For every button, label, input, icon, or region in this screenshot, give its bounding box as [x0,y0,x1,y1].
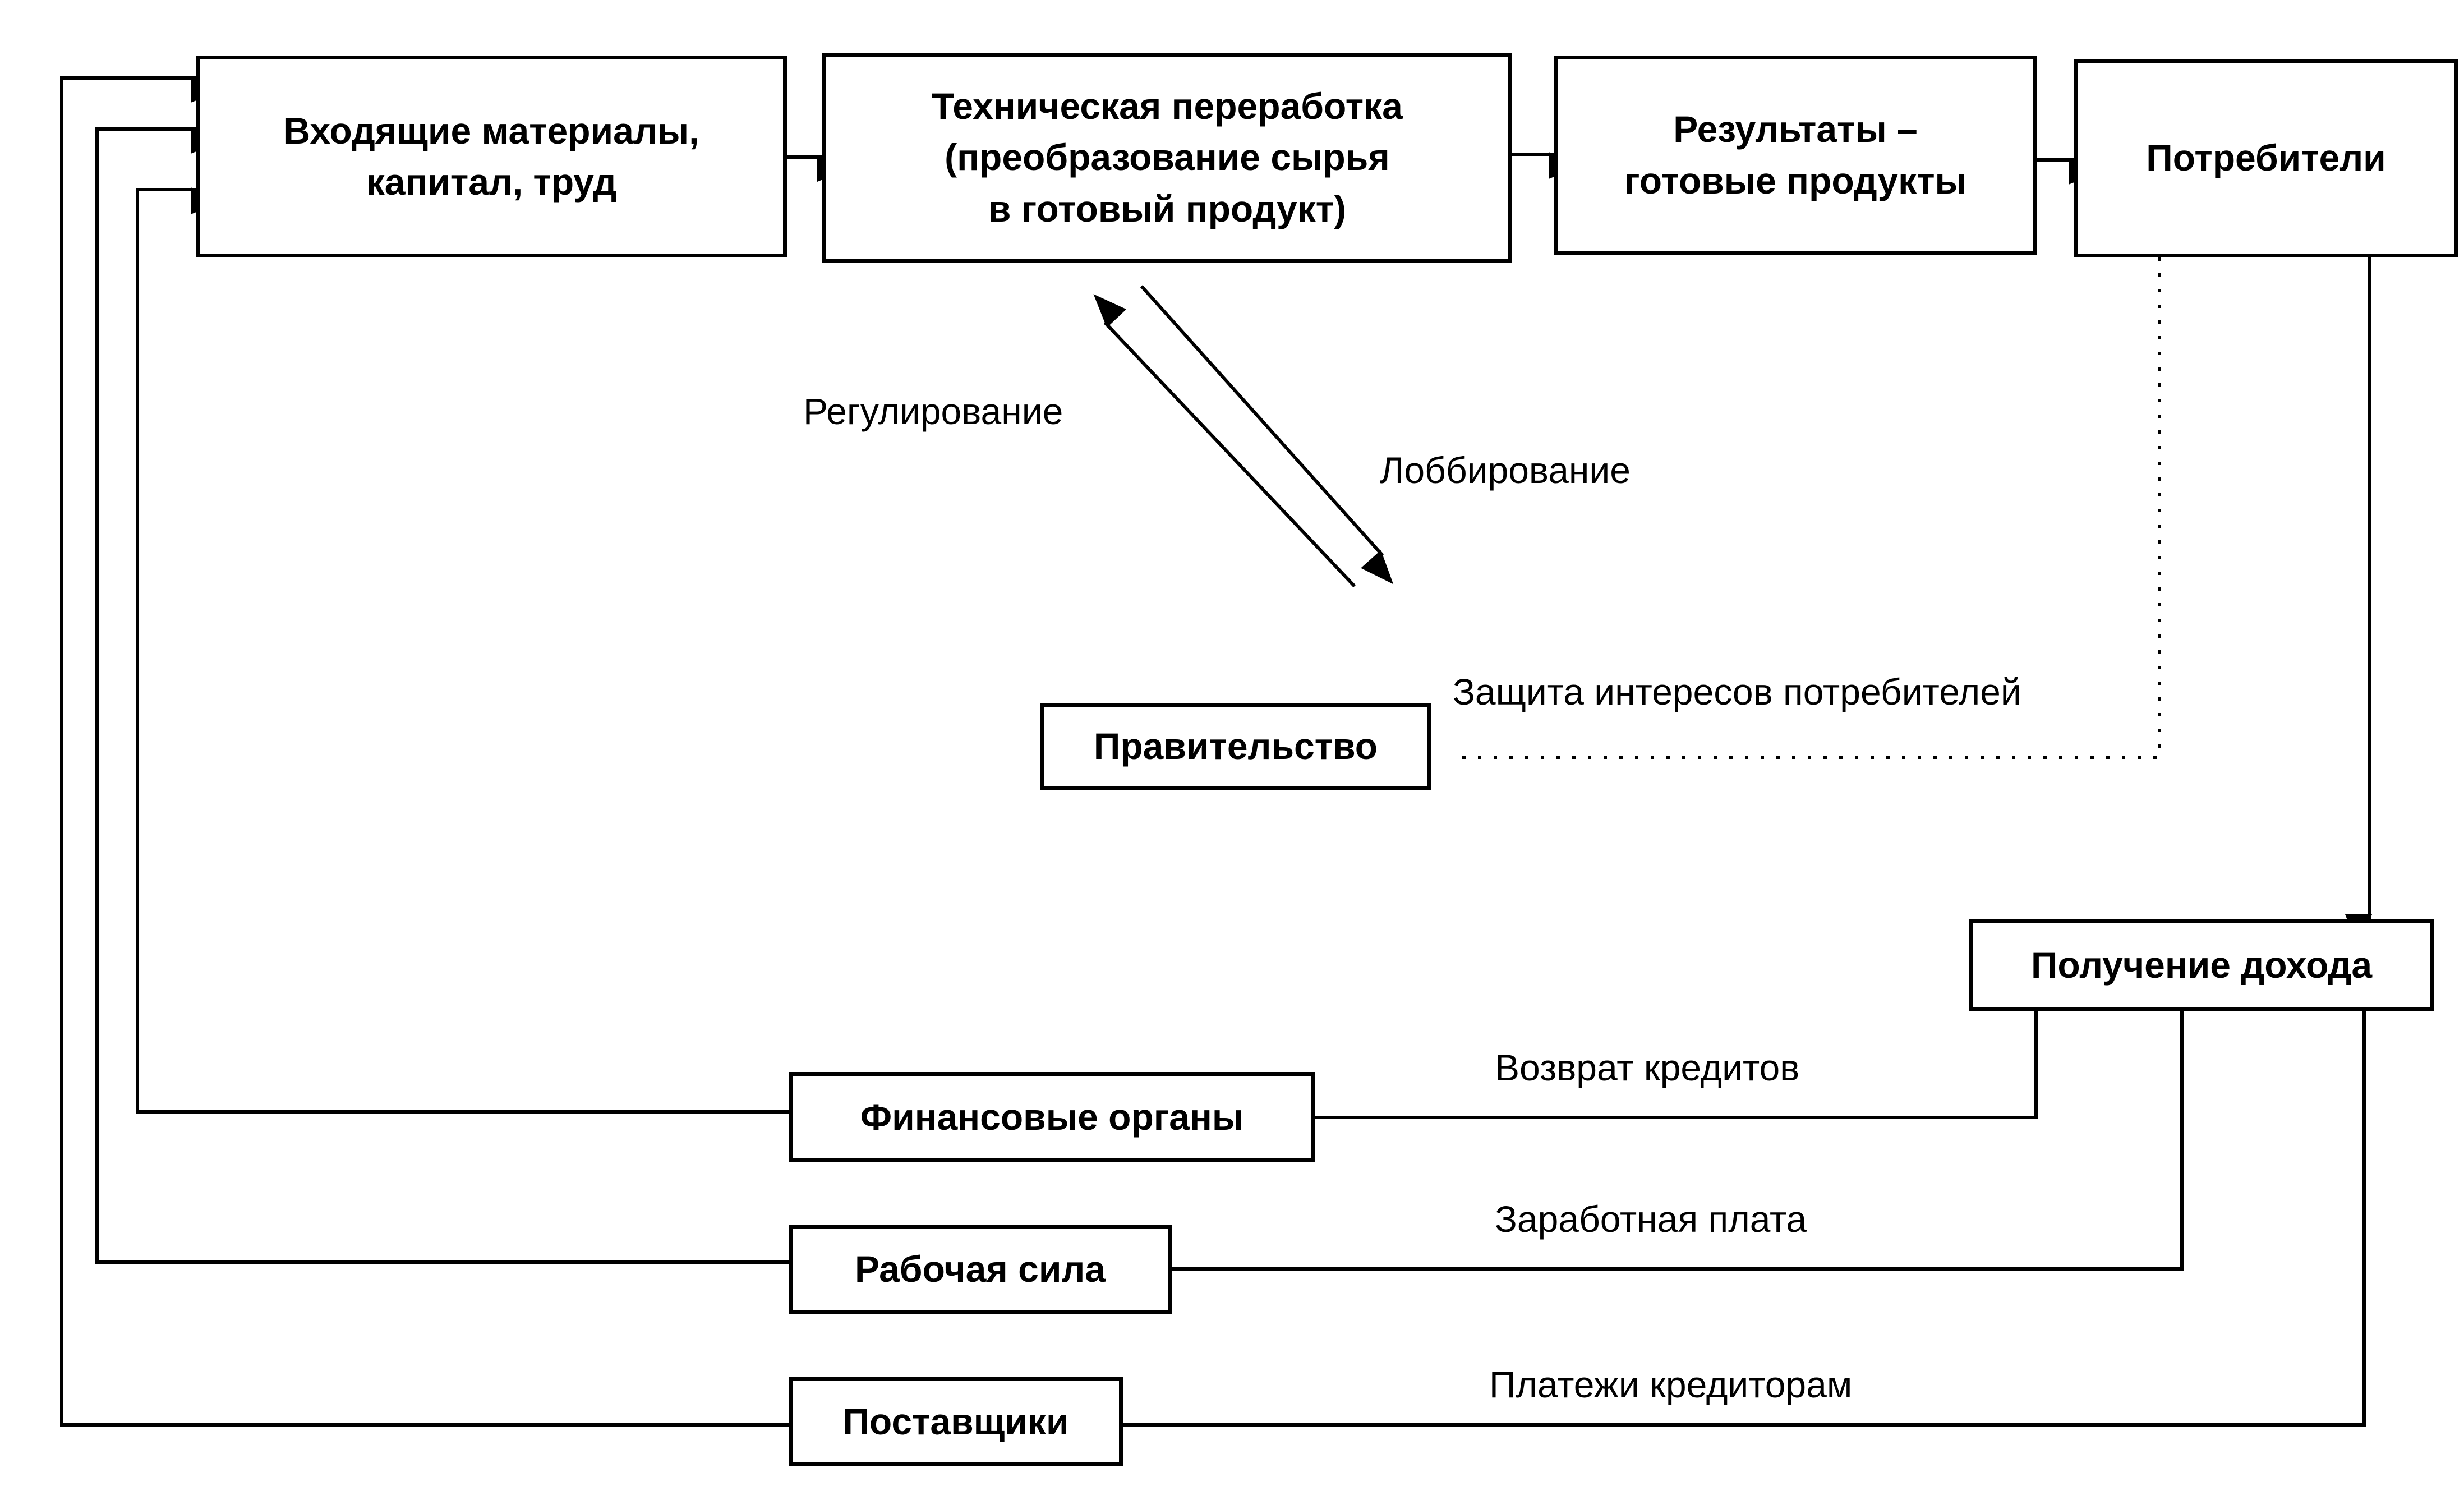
node-labor: Рабочая сила [789,1225,1172,1314]
node-suppliers: Поставщики [789,1377,1123,1466]
arrow-regulation [1093,294,1356,588]
label-wages: Заработная плата [1495,1198,1807,1240]
node-inputs: Входящие материалы, капитал, труд [196,56,787,257]
arrow-suppliers-to-inputs [60,76,789,1427]
arrow-labor-to-inputs [95,127,789,1264]
node-consumers: Потребители [2074,59,2458,257]
arrow-finance-to-inputs [136,187,789,1114]
label-regulation: Регулирование [803,390,1063,432]
label-creditor-payments: Платежи кредиторам [1489,1364,1853,1405]
label-lobbying: Лоббирование [1380,449,1631,491]
line-income-to-finance [1315,1011,2038,1119]
node-finance: Финансовые органы [789,1072,1315,1162]
node-processing: Техническая переработка (преобразование … [822,53,1512,263]
line-income-to-suppliers [1123,1011,2366,1427]
arrow-lobbying [1140,284,1394,585]
label-consumer-protection: Защита интересов потребителей [1453,671,2021,712]
node-government: Правительство [1040,703,1431,790]
line-income-to-labor [1172,1011,2184,1271]
label-loan-repayment: Возврат кредитов [1495,1047,1800,1088]
node-results: Результаты – готовые продукты [1554,56,2037,255]
node-income: Получение дохода [1969,919,2434,1011]
